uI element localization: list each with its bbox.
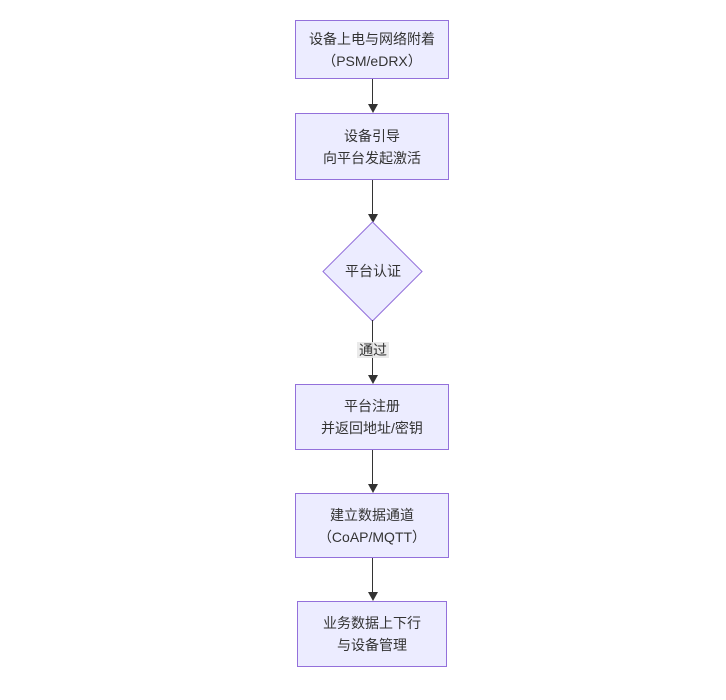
- edge-label-pass: 通过: [343, 341, 403, 360]
- node-business-data: 业务数据上下行 与设备管理: [297, 601, 447, 667]
- arrow-down-icon: [368, 375, 378, 384]
- edge-line: [372, 450, 373, 484]
- arrow-down-icon: [368, 484, 378, 493]
- node-text-line: 设备上电与网络附着: [309, 30, 435, 47]
- node-text-line: 平台注册: [344, 398, 400, 414]
- decision-platform-auth-label: 平台认证: [345, 263, 401, 279]
- node-text-line: 向平台发起激活: [323, 149, 421, 166]
- node-platform-register: 平台注册 并返回地址/密钥: [295, 384, 449, 450]
- node-power-attach: 设备上电与网络附着 （PSM/eDRX）: [295, 20, 449, 79]
- edge-line: [372, 558, 373, 592]
- node-text-line: （PSM/eDRX）: [322, 52, 422, 69]
- edge-line: [372, 79, 373, 104]
- node-text-line: 并返回地址/密钥: [321, 420, 423, 436]
- arrow-down-icon: [368, 214, 378, 223]
- arrow-down-icon: [368, 592, 378, 601]
- node-text-line: （CoAP/MQTT）: [317, 528, 427, 545]
- node-text-line: 建立数据通道: [330, 506, 414, 523]
- node-text-line: 与设备管理: [337, 637, 407, 653]
- node-text-line: 业务数据上下行: [323, 615, 421, 631]
- arrow-down-icon: [368, 104, 378, 113]
- node-data-channel: 建立数据通道 （CoAP/MQTT）: [295, 493, 449, 558]
- edge-line: [372, 180, 373, 214]
- node-bootstrap-activate: 设备引导 向平台发起激活: [295, 113, 449, 180]
- node-text-line: 设备引导: [344, 127, 400, 144]
- edge-label-pass-text: 通过: [357, 342, 389, 358]
